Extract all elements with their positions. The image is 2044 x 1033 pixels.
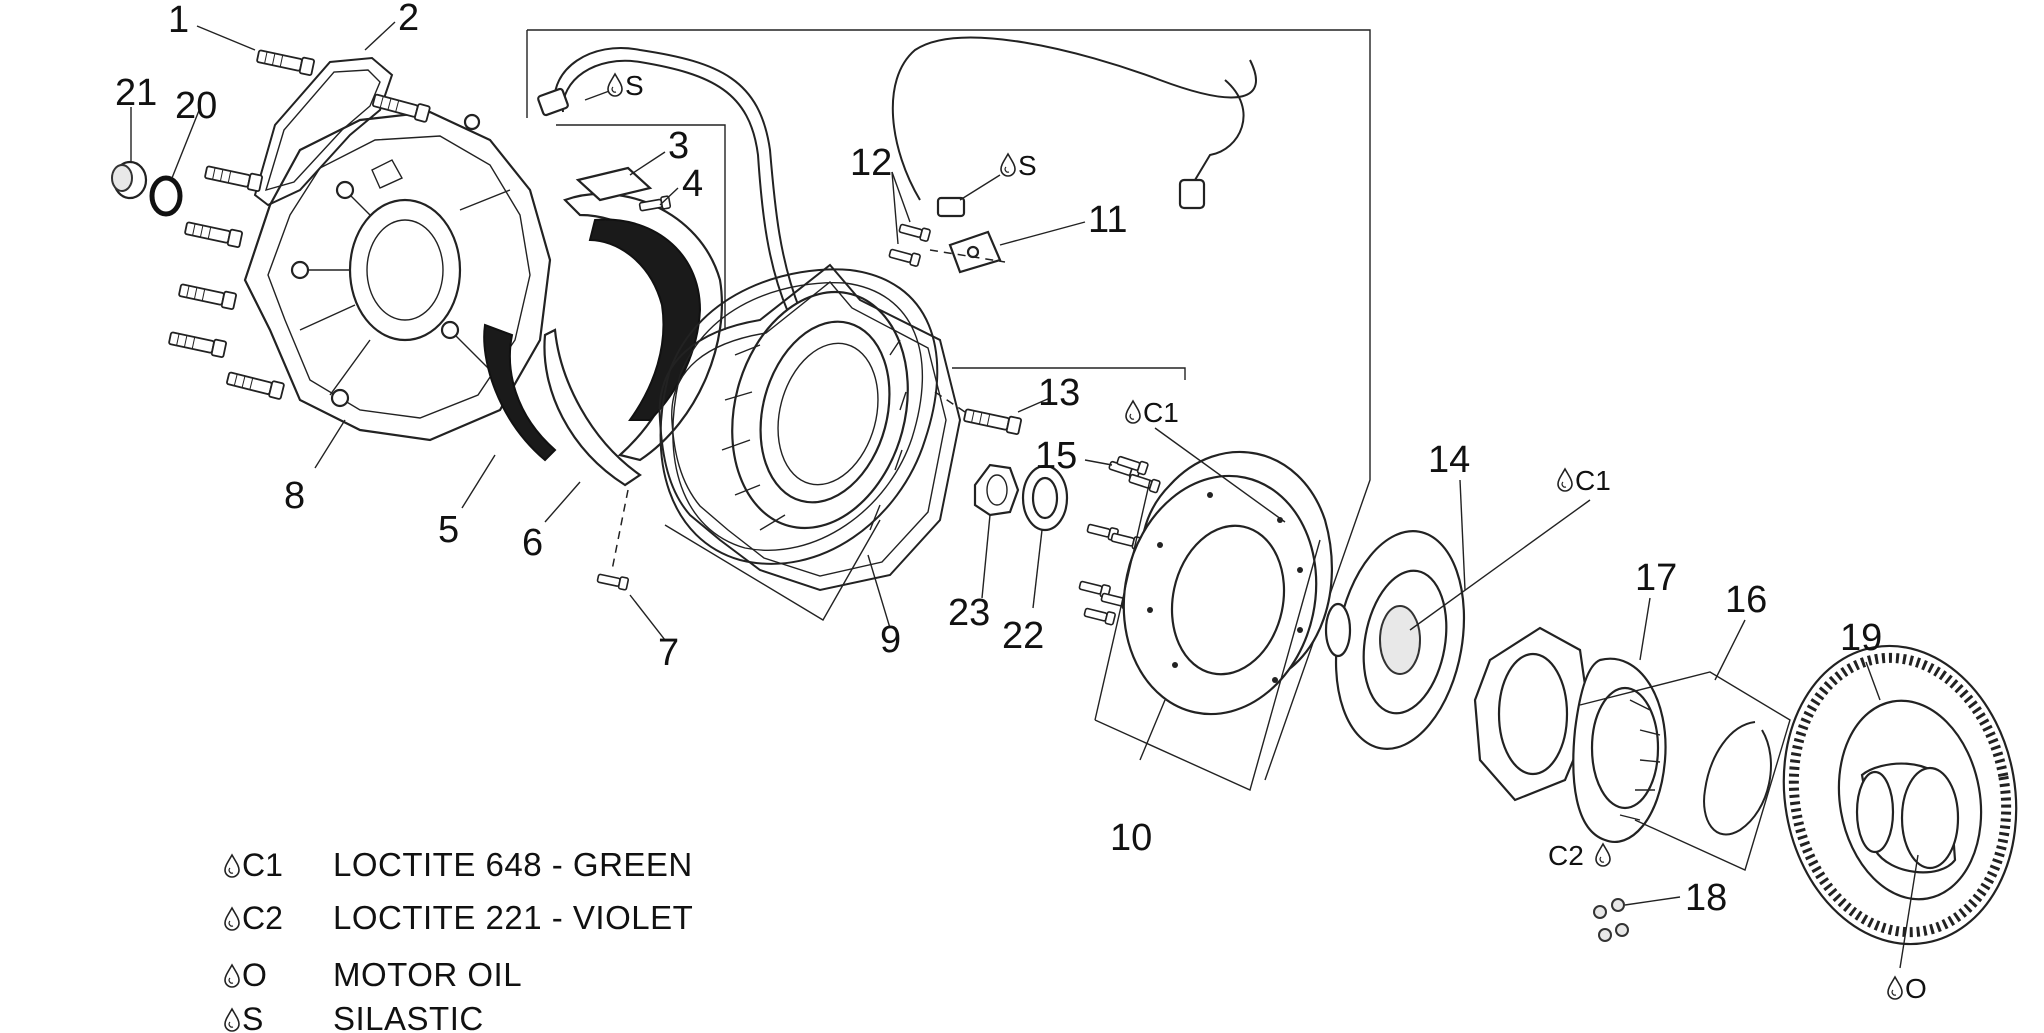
- callout-19: 19: [1840, 617, 1882, 659]
- marker-c2-bolts: C2: [1548, 840, 1611, 871]
- part-9-gasket: [658, 263, 962, 592]
- drop-icon: [607, 73, 623, 97]
- part-22-washer: [1021, 464, 1069, 532]
- drop-icon: [224, 907, 240, 931]
- drop-icon: [1125, 400, 1141, 424]
- svg-text:C1: C1: [242, 847, 283, 883]
- part-21-plug: [111, 160, 148, 200]
- part-12-screws: [887, 221, 1006, 268]
- callout-23: 23: [948, 592, 990, 634]
- callout-12: 12: [850, 142, 892, 184]
- callout-10: 10: [1110, 817, 1152, 859]
- part-3-bracket: [575, 166, 653, 202]
- marker-c1-disc: C1: [1557, 465, 1611, 496]
- svg-text:SILASTIC: SILASTIC: [333, 1000, 484, 1033]
- legend-row-c2: C2 LOCTITE 221 - VIOLET: [224, 899, 693, 936]
- callout-18: 18: [1685, 877, 1727, 919]
- callout-6: 6: [522, 522, 543, 564]
- part-9-stator: [659, 268, 939, 565]
- callout-16: 16: [1725, 579, 1767, 621]
- callout-2: 2: [398, 0, 419, 39]
- part-23-nut: [973, 463, 1020, 517]
- legend: C1 LOCTITE 648 - GREEN C2 LOCTITE 221 - …: [224, 846, 693, 1033]
- svg-text:C2: C2: [242, 900, 283, 936]
- drop-icon: [224, 964, 240, 988]
- drop-icon: [1595, 843, 1611, 867]
- svg-text:S: S: [625, 70, 644, 101]
- marker-silastic-sensor: S: [1000, 150, 1037, 181]
- leader-lines: [130, 21, 1919, 969]
- legend-row-silastic: S SILASTIC: [224, 1000, 484, 1033]
- svg-text:S: S: [1018, 150, 1037, 181]
- part-2-gasket: [253, 56, 394, 207]
- callout-22: 22: [1002, 615, 1044, 657]
- legend-row-oil: O MOTOR OIL: [224, 956, 522, 993]
- sealant-markers: S S C1 C1 C2 O: [607, 70, 1927, 1004]
- callout-3: 3: [668, 125, 689, 167]
- svg-text:C2: C2: [1548, 840, 1584, 871]
- callout-17: 17: [1635, 557, 1677, 599]
- callout-8: 8: [284, 475, 305, 517]
- callout-11: 11: [1088, 199, 1127, 241]
- callout-14: 14: [1428, 439, 1470, 481]
- legend-row-c1: C1 LOCTITE 648 - GREEN: [224, 846, 693, 883]
- part-19-gear: [1782, 644, 2018, 946]
- marker-silastic-harness: S: [607, 70, 644, 101]
- part-14-disc: [1324, 530, 1466, 750]
- callout-5: 5: [438, 509, 459, 551]
- part-18-bolts: [1593, 898, 1629, 942]
- svg-text:LOCTITE 648 - GREEN: LOCTITE 648 - GREEN: [333, 846, 693, 883]
- part-7-screw: [595, 489, 630, 591]
- callout-13: 13: [1038, 372, 1080, 414]
- svg-text:MOTOR OIL: MOTOR OIL: [333, 956, 522, 993]
- callout-7: 7: [658, 632, 679, 674]
- callout-1: 1: [168, 0, 189, 41]
- part-8-cover: [243, 110, 552, 442]
- svg-text:C1: C1: [1143, 397, 1179, 428]
- svg-text:O: O: [1905, 973, 1927, 1004]
- part-10-flywheel: [1094, 451, 1333, 791]
- drop-icon: [1000, 153, 1016, 177]
- part-17-freewheel: [1473, 626, 1667, 843]
- drop-icon: [1557, 468, 1573, 492]
- callout-labels: 1 2 3 4 5 6 7 8 9 10 11 12 13 14 15 16 1…: [115, 0, 1882, 919]
- part-13-bolt: [934, 391, 1023, 436]
- callout-20: 20: [175, 85, 217, 127]
- callout-4: 4: [682, 163, 703, 205]
- svg-text:LOCTITE 221 - VIOLET: LOCTITE 221 - VIOLET: [333, 899, 693, 936]
- wiring-harness: [537, 36, 1257, 313]
- part-5-heatshield-dark: [588, 218, 702, 421]
- drop-icon: [1887, 976, 1903, 1000]
- part-11-sensor: [948, 230, 1002, 274]
- svg-text:S: S: [242, 1001, 263, 1033]
- part-20-o-ring: [149, 175, 183, 217]
- drop-icon: [224, 1008, 240, 1032]
- callout-15: 15: [1035, 435, 1077, 477]
- callout-9: 9: [880, 619, 901, 661]
- part-5-seal: [483, 323, 557, 462]
- drop-icon: [224, 854, 240, 878]
- marker-c1-flywheel: C1: [1125, 397, 1179, 428]
- part-16-circlip: [1579, 671, 1791, 871]
- svg-text:O: O: [242, 957, 267, 993]
- marker-oil-gear: O: [1887, 973, 1927, 1004]
- callout-21: 21: [115, 72, 157, 114]
- svg-text:C1: C1: [1575, 465, 1611, 496]
